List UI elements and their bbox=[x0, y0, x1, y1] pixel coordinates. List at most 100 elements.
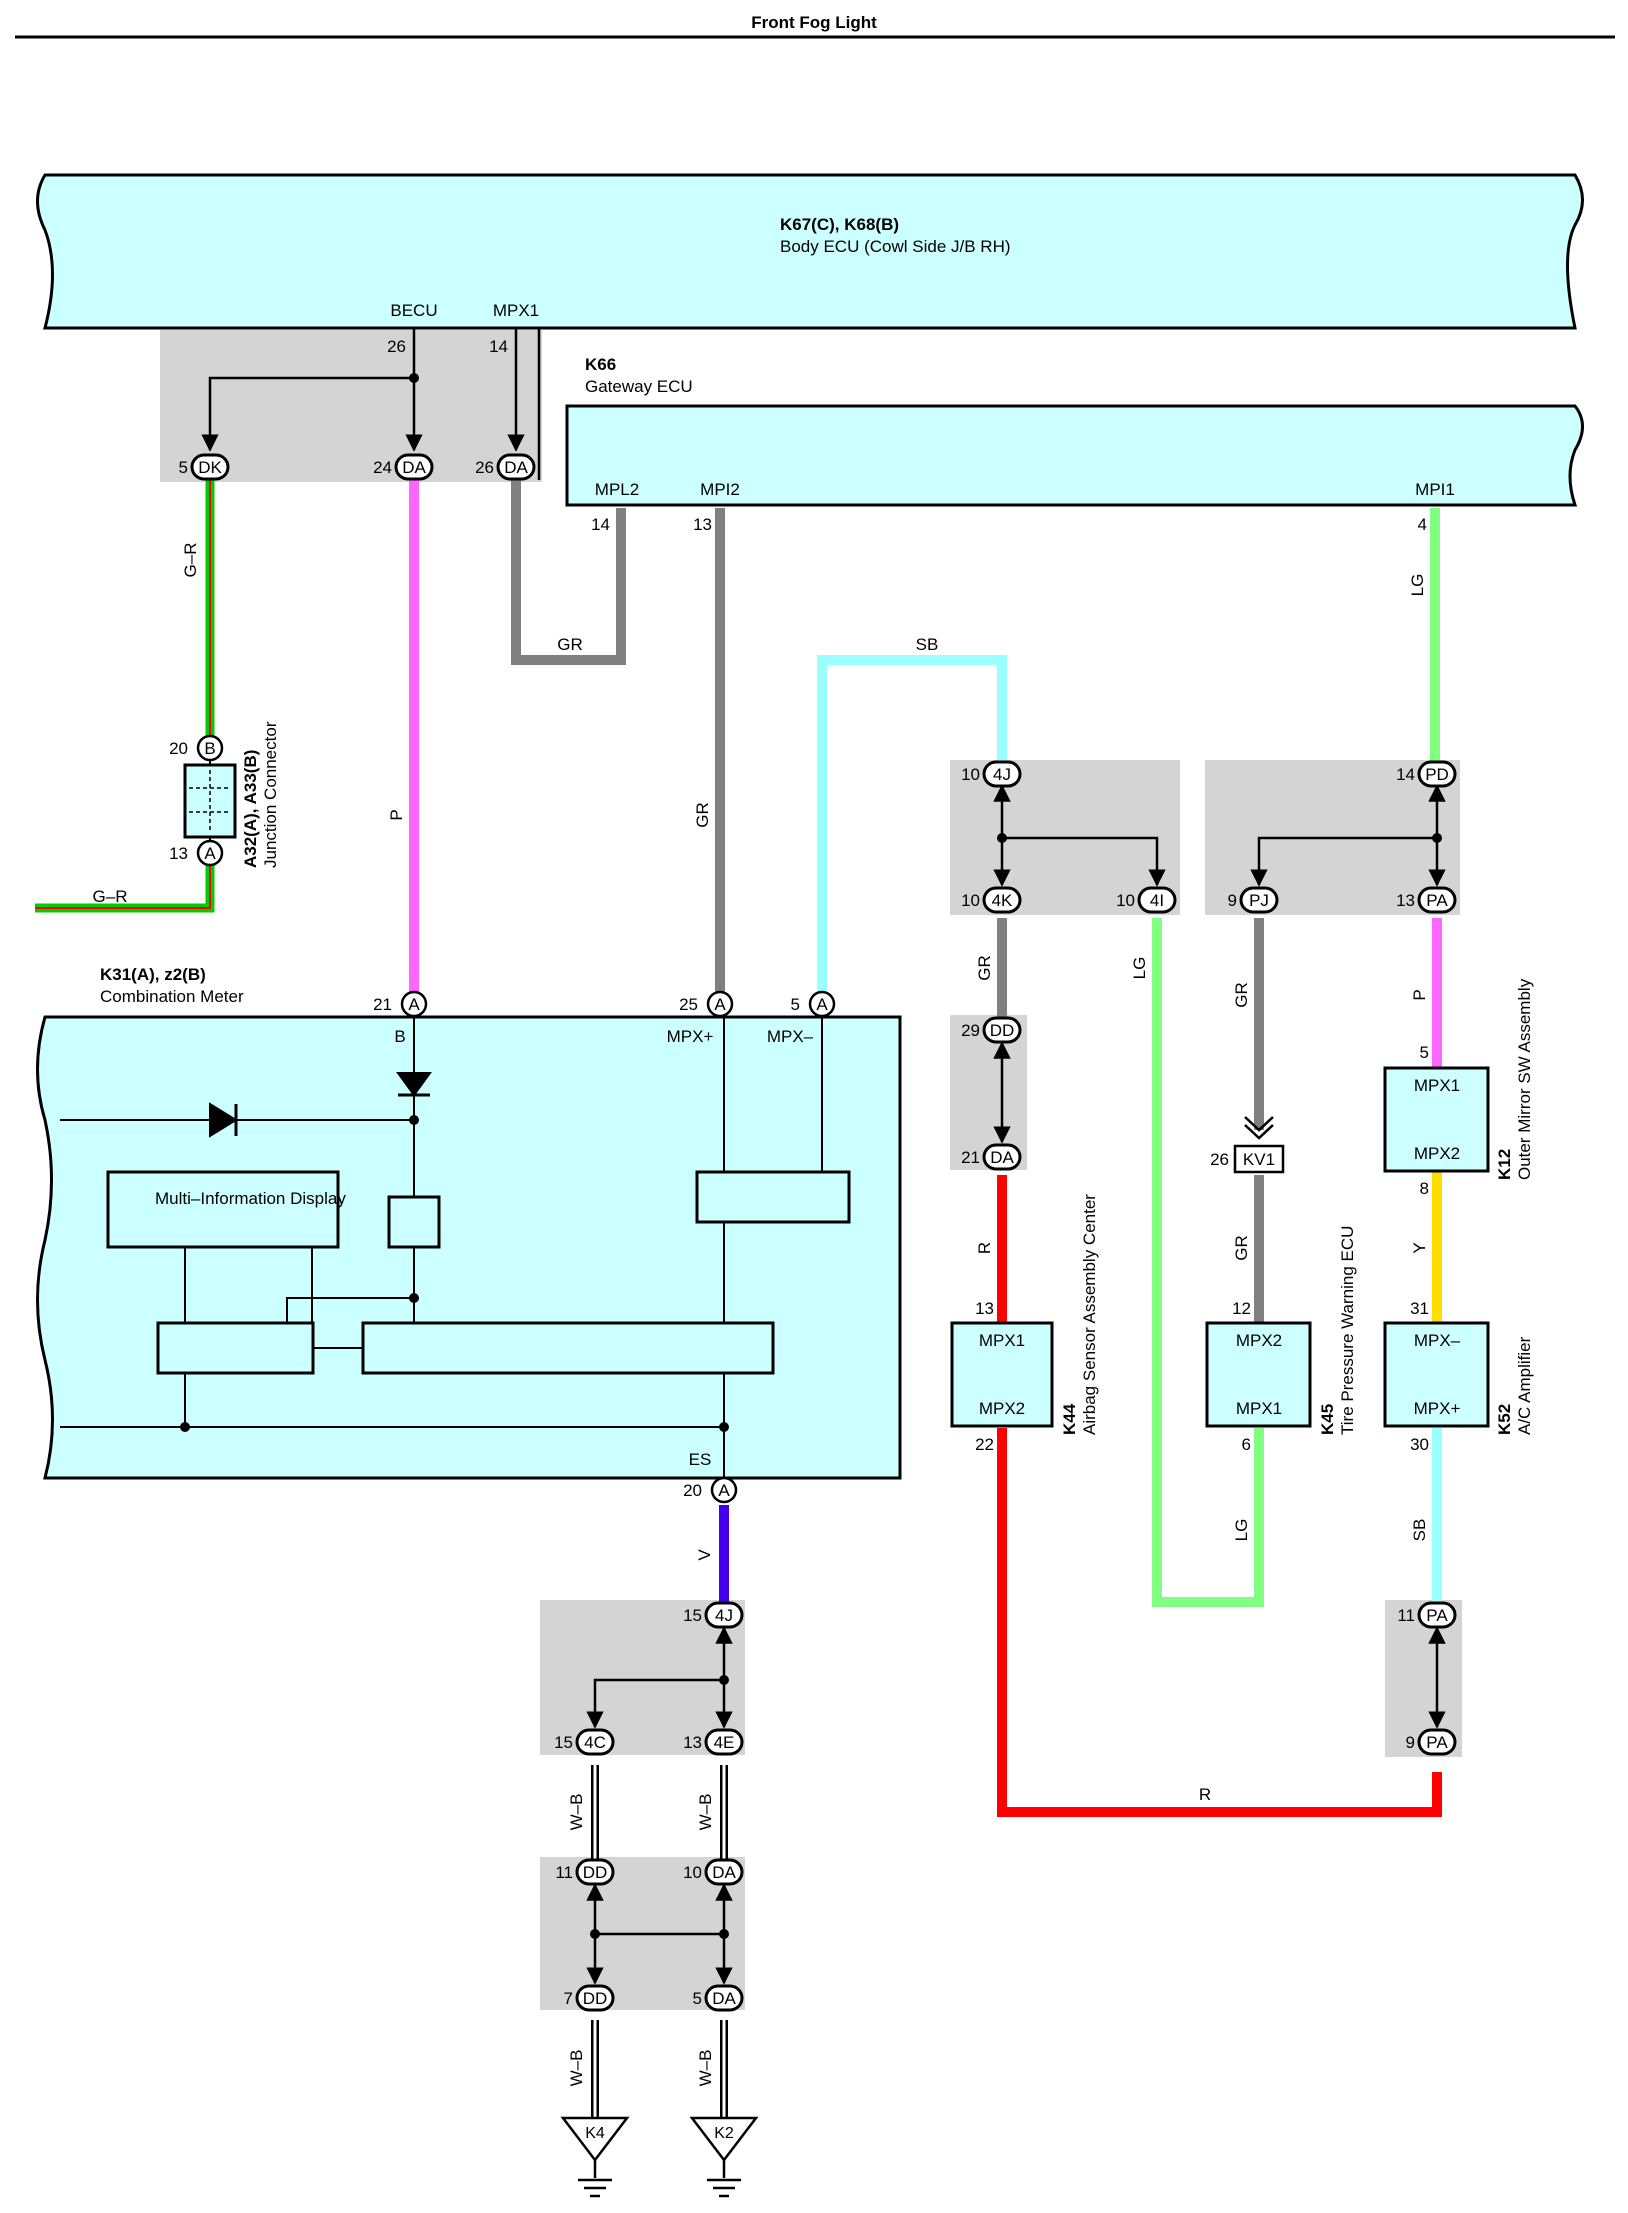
connector-id: 4J bbox=[993, 765, 1011, 784]
svg-text:MPX1: MPX1 bbox=[1236, 1399, 1282, 1418]
ecu-k45: MPX2 MPX1 12 6 K45 Tire Pressure Warning… bbox=[1205, 1226, 1357, 1454]
wire-label: G–R bbox=[181, 543, 200, 578]
wire-label: SB bbox=[1410, 1519, 1429, 1542]
connector-id: PD bbox=[1425, 765, 1449, 784]
grounds bbox=[560, 2116, 759, 2198]
wire-label: GR bbox=[693, 802, 712, 828]
connector-pin-number: 5 bbox=[179, 458, 188, 477]
connector-pin-number: 15 bbox=[683, 1606, 702, 1625]
connector-id: DK bbox=[198, 458, 222, 477]
connector-id: DA bbox=[990, 1148, 1014, 1167]
connector-pill bbox=[496, 453, 536, 481]
connector-id: A bbox=[408, 995, 420, 1014]
meter-dots bbox=[180, 1115, 729, 1432]
ground-k4: K4 bbox=[585, 2125, 605, 2142]
connector-pin-number: 29 bbox=[961, 1021, 980, 1040]
connector-pill bbox=[1417, 886, 1457, 914]
svg-text:12: 12 bbox=[1232, 1299, 1251, 1318]
wire-label: W–B bbox=[567, 2050, 586, 2087]
pin-num: 14 bbox=[591, 515, 610, 534]
connector-id: 4K bbox=[992, 891, 1013, 910]
splice-dots bbox=[590, 833, 1442, 1939]
connector-pin-number: 5 bbox=[791, 995, 800, 1014]
connector-pill bbox=[704, 1858, 744, 1886]
pin-becu: BECU bbox=[390, 301, 437, 320]
pin-mpx1: MPX1 bbox=[493, 301, 539, 320]
connector-pill bbox=[704, 1984, 744, 2012]
svg-text:K45: K45 bbox=[1318, 1404, 1337, 1435]
pin-num: 14 bbox=[489, 337, 508, 356]
body-ecu-box bbox=[36, 173, 1584, 330]
pin-es: ES bbox=[689, 1450, 712, 1469]
connector-pill bbox=[1239, 886, 1279, 914]
connector-pin-number: 26 bbox=[1210, 1150, 1229, 1169]
connector-pin-number: 5 bbox=[693, 1989, 702, 2008]
wire-label: W–B bbox=[696, 2050, 715, 2087]
svg-text:22: 22 bbox=[975, 1435, 994, 1454]
connector-id: DA bbox=[712, 1863, 736, 1882]
wire-label: GR bbox=[975, 955, 994, 981]
svg-text:30: 30 bbox=[1410, 1435, 1429, 1454]
ecu-k52: MPX– MPX+ 31 30 K52 A/C Amplifier bbox=[1383, 1299, 1534, 1454]
meter-name: Combination Meter bbox=[100, 987, 244, 1006]
connector-pill bbox=[575, 1858, 615, 1886]
body-ecu-name: Body ECU (Cowl Side J/B RH) bbox=[780, 237, 1011, 256]
meter-code: K31(A), z2(B) bbox=[100, 965, 206, 984]
connector-id: DD bbox=[990, 1021, 1015, 1040]
connector-id: PA bbox=[1426, 1733, 1448, 1752]
connector-id: DD bbox=[583, 1863, 608, 1882]
wire-label: GR bbox=[557, 635, 583, 654]
connector-pin-number: 21 bbox=[373, 995, 392, 1014]
wire-label: SB bbox=[916, 635, 939, 654]
connector-id: 4E bbox=[714, 1733, 735, 1752]
connector-pin-number: 25 bbox=[679, 995, 698, 1014]
connector-circle bbox=[808, 990, 836, 1018]
connector-pill bbox=[190, 453, 230, 481]
pin-mpxp: MPX+ bbox=[667, 1027, 714, 1046]
connector-id: 4J bbox=[715, 1606, 733, 1625]
connector-kv1 bbox=[1233, 1116, 1285, 1174]
pin-num: 13 bbox=[693, 515, 712, 534]
pin-mpxm: MPX– bbox=[767, 1027, 814, 1046]
pin-b: B bbox=[394, 1027, 405, 1046]
connector-id: B bbox=[204, 739, 215, 758]
connector-pin-number: 9 bbox=[1406, 1733, 1415, 1752]
connector-pin-number: 15 bbox=[554, 1733, 573, 1752]
svg-text:MPX1: MPX1 bbox=[979, 1331, 1025, 1350]
svg-text:MPX1: MPX1 bbox=[1414, 1076, 1460, 1095]
connector-pill bbox=[394, 453, 434, 481]
connector-pin-number: 20 bbox=[169, 739, 188, 758]
connector-id: A bbox=[718, 1481, 730, 1500]
connector-circle bbox=[710, 1476, 738, 1504]
splice-lines bbox=[201, 328, 541, 480]
mid-label: Multi–Information Display bbox=[155, 1189, 346, 1208]
connector-id: DA bbox=[712, 1989, 736, 2008]
connector-circle bbox=[400, 990, 428, 1018]
wire-label: R bbox=[1199, 1785, 1211, 1804]
connector-id: A bbox=[816, 995, 828, 1014]
connector-circle bbox=[706, 990, 734, 1018]
connector-pill bbox=[1417, 1601, 1457, 1629]
body-ecu-code: K67(C), K68(B) bbox=[780, 215, 899, 234]
connector-pin-number: 11 bbox=[1397, 1606, 1415, 1625]
connector-pin-number: 11 bbox=[555, 1863, 573, 1882]
connector-pill bbox=[982, 1016, 1022, 1044]
connector-pin-number: 20 bbox=[683, 1481, 702, 1500]
connector-id: DD bbox=[583, 1989, 608, 2008]
wire-labels: G–R G–R P GR GR SB LG GR LG GR P R GR Y … bbox=[93, 543, 1429, 2087]
gateway-ecu-box bbox=[565, 404, 1584, 507]
connector-circle bbox=[196, 839, 224, 867]
wire-label: W–B bbox=[696, 1794, 715, 1831]
wire-label: Y bbox=[1410, 1242, 1429, 1253]
connector-id: 4C bbox=[584, 1733, 606, 1752]
connector-pin-number: 10 bbox=[1116, 891, 1135, 910]
wire-label: LG bbox=[1130, 957, 1149, 980]
svg-text:MPX–: MPX– bbox=[1414, 1331, 1461, 1350]
svg-text:5: 5 bbox=[1420, 1043, 1429, 1062]
connector-pin-number: 10 bbox=[961, 891, 980, 910]
wire-label: LG bbox=[1408, 574, 1427, 597]
connector-pin-number: 9 bbox=[1228, 891, 1237, 910]
svg-text:8: 8 bbox=[1420, 1179, 1429, 1198]
connector-id: PA bbox=[1426, 891, 1448, 910]
